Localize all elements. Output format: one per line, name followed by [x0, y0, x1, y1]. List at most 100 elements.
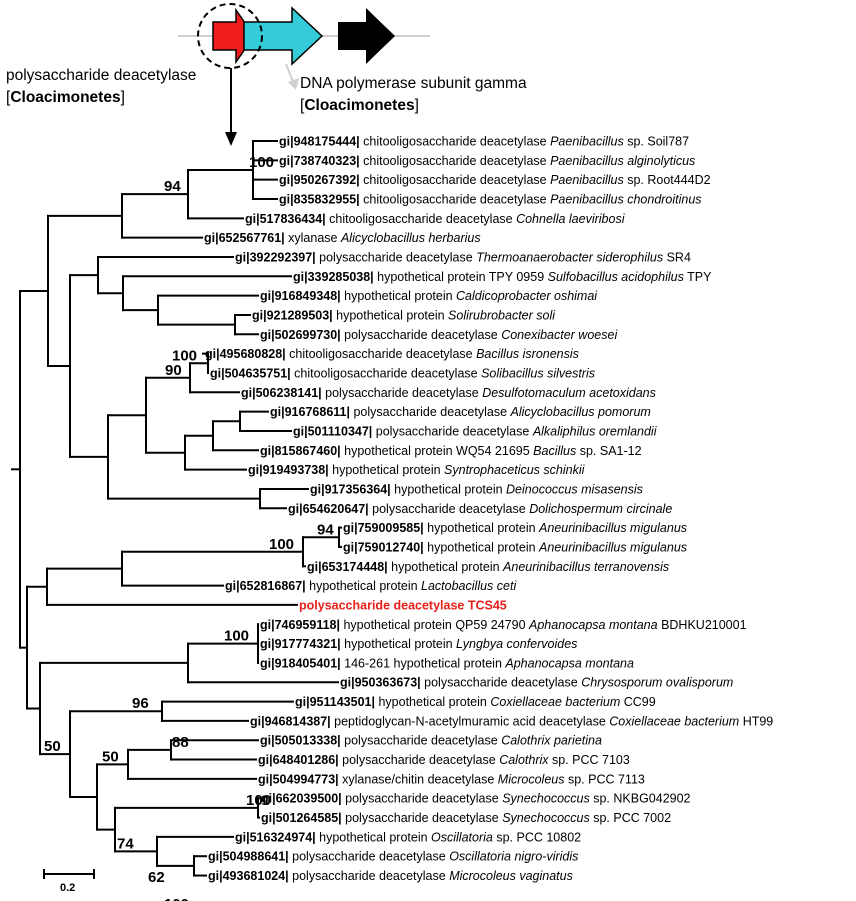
leaf-label: gi|648401286| polysaccharide deacetylase… [258, 753, 630, 767]
leaf-description: 146-261 hypothetical protein [341, 656, 506, 670]
leaf-label: gi|919493738| hypothetical protein Syntr… [248, 463, 586, 477]
leaf-description: polysaccharide deacetylase [289, 850, 450, 864]
leaf-label: gi|918405401| 146-261 hypothetical prote… [260, 656, 634, 670]
leaf-species: Thermoanaerobacter siderophilus [476, 250, 663, 264]
leaf-description: hypothetical protein [388, 560, 503, 574]
grey-pointer-head [288, 78, 299, 90]
leaf-description: xylanase/chitin deacetylase [339, 772, 498, 786]
gene-arrow-black [338, 8, 395, 64]
leaf-suffix: sp. NKBG042902 [590, 792, 691, 806]
bootstrap-value: 94 [317, 521, 334, 538]
leaf-gi: gi|502699730| [260, 328, 341, 342]
leaf-label: gi|504988641| polysaccharide deacetylase… [208, 850, 578, 864]
leaf-gi: gi|950363673| [340, 676, 421, 690]
leaf-species: Paenibacillus chondroitinus [550, 192, 701, 206]
bootstrap-values: 941009010094100100968850501007462100 [44, 154, 334, 901]
leaf-gi: gi|759012740| [343, 540, 424, 554]
bootstrap-value: 96 [132, 695, 149, 712]
leaf-labels: gi|948175444| chitooligosaccharide deace… [204, 135, 773, 884]
leaf-species: Desulfotomaculum acetoxidans [482, 386, 656, 400]
leaf-gi: gi|917356364| [310, 482, 391, 496]
leaf-species: Synechococcus [502, 811, 590, 825]
gene-neighborhood: polysaccharide deacetylase [Cloacimonete… [6, 3, 527, 146]
leaf-description: polysaccharide deacetylase [289, 869, 450, 883]
leaf-species: Alkaliphilus oremlandii [532, 424, 658, 438]
leaf-label: gi|339285038| hypothetical protein TPY 0… [293, 270, 712, 284]
leaf-description: hypothetical protein [391, 482, 506, 496]
leaf-description: polysaccharide deacetylase [342, 811, 503, 825]
leaf-description: chitooligosaccharide deacetylase [326, 212, 516, 226]
leaf-species: Paenibacillus alginolyticus [550, 154, 695, 168]
leaf-label: gi|746959118| hypothetical protein QP59 … [260, 618, 747, 632]
leaf-species: Alicyclobacillus pomorum [510, 405, 651, 419]
leaf-description: polysaccharide deacetylase [372, 424, 533, 438]
leaf-label: gi|916849348| hypothetical protein Caldi… [260, 289, 598, 303]
leaf-gi: gi|662039500| [261, 792, 342, 806]
leaf-description: chitooligosaccharide deacetylase [360, 192, 550, 206]
leaf-description: hypothetical protein TPY 0959 [374, 270, 548, 284]
leaf-species: Calothrix parietina [501, 734, 602, 748]
leaf-species: Synechococcus [502, 792, 590, 806]
leaf-label: gi|505013338| polysaccharide deacetylase… [260, 734, 602, 748]
leaf-gi: gi|918405401| [260, 656, 341, 670]
bootstrap-value: 100 [249, 154, 274, 171]
leaf-gi: gi|919493738| [248, 463, 329, 477]
leaf-species: Oscillatoria nigro-viridis [449, 850, 578, 864]
leaf-gi: gi|501110347| [293, 424, 372, 438]
leaf-label: gi|516324974| hypothetical protein Oscil… [235, 830, 581, 844]
leaf-label: gi|506238141| polysaccharide deacetylase… [241, 386, 656, 400]
leaf-description: polysaccharide deacetylase [369, 502, 530, 516]
leaf-label: gi|950267392| chitooligosaccharide deace… [279, 173, 711, 187]
right-annotation-group: [Cloacimonetes] [300, 97, 419, 114]
leaf-label: gi|835832955| chitooligosaccharide deace… [279, 192, 702, 206]
leaf-gi: gi|504988641| [208, 850, 289, 864]
leaf-species: Microcoleus [498, 772, 565, 786]
leaf-label: gi|517836434| chitooligosaccharide deace… [245, 212, 626, 226]
leaf-label: gi|501110347| polysaccharide deacetylase… [293, 424, 658, 438]
leaf-suffix: sp. PCC 7103 [549, 753, 630, 767]
bootstrap-value: 88 [172, 734, 189, 751]
gene-arrow-dna-polymerase [243, 6, 324, 66]
leaf-description: polysaccharide deacetylase [350, 405, 511, 419]
leaf-gi: gi|916849348| [260, 289, 341, 303]
leaf-species: Bacillus isronensis [476, 347, 579, 361]
leaf-gi: gi|759009585| [343, 521, 424, 535]
leaf-description: hypothetical protein [424, 521, 539, 535]
leaf-gi: gi|517836434| [245, 212, 326, 226]
bootstrap-value: 100 [172, 347, 197, 364]
leaf-gi: gi|946814387| [250, 714, 331, 728]
left-annotation-group: [Cloacimonetes] [6, 89, 125, 106]
leaf-species: Chrysosporum ovalisporum [581, 676, 733, 690]
bootstrap-value: 100 [164, 896, 189, 901]
bootstrap-value: 50 [102, 748, 119, 765]
scale-bar: 0.2 [43, 869, 95, 894]
leaf-species: Solibacillus silvestris [481, 366, 595, 380]
leaf-label: gi|653174448| hypothetical protein Aneur… [307, 560, 669, 574]
leaf-gi: gi|516324974| [235, 830, 316, 844]
leaf-description: polysaccharide deacetylase [341, 328, 502, 342]
bootstrap-value: 74 [117, 835, 134, 852]
scale-bar-label: 0.2 [60, 882, 75, 894]
leaf-description: polysaccharide deacetylase [316, 250, 477, 264]
leaf-suffix: sp. Soil787 [624, 135, 689, 149]
leaf-species: Paenibacillus [550, 173, 624, 187]
leaf-species: Coxiellaceae bacterium [609, 714, 739, 728]
bootstrap-value: 62 [148, 869, 165, 886]
leaf-gi: gi|835832955| [279, 192, 360, 206]
leaf-gi: gi|506238141| [241, 386, 322, 400]
leaf-species: Microcoleus vaginatus [449, 869, 573, 883]
leaf-species: Aneurinibacillus terranovensis [502, 560, 669, 574]
leaf-species: Alicyclobacillus herbarius [340, 231, 481, 245]
leaf-suffix: sp. SA1-12 [576, 444, 641, 458]
leaf-species: Aneurinibacillus migulanus [538, 521, 687, 535]
leaf-label: polysaccharide deacetylase TCS45 [299, 598, 507, 612]
leaf-label: gi|916768611| polysaccharide deacetylase… [270, 405, 651, 419]
leaf-description: chitooligosaccharide deacetylase [360, 135, 550, 149]
left-annotation-name: polysaccharide deacetylase [6, 67, 196, 84]
leaf-gi: gi|495680828| [205, 347, 286, 361]
leaf-label: gi|917356364| hypothetical protein Deino… [310, 482, 643, 496]
bootstrap-value: 100 [269, 536, 294, 553]
leaf-label: gi|815867460| hypothetical protein WQ54 … [260, 444, 642, 458]
leaf-label: gi|738740323| chitooligosaccharide deace… [279, 154, 695, 168]
